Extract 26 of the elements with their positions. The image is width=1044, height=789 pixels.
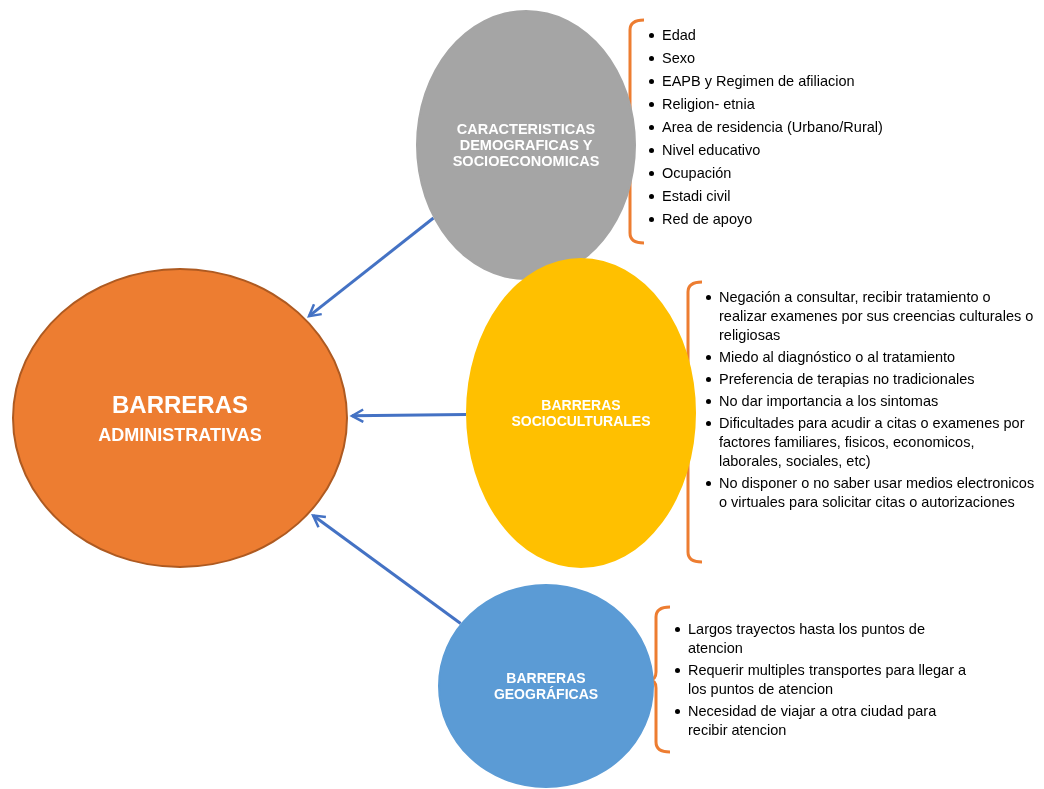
node-label: ADMINISTRATIVAS [98, 424, 262, 446]
node-label: BARRERAS GEOGRÁFICAS [492, 670, 600, 702]
node-label: BARRERAS [112, 390, 248, 419]
bullet-item: Preferencia de terapias no tradicionales [719, 371, 975, 387]
arrow [307, 216, 435, 318]
bullet-item: Estadi civil [662, 188, 731, 204]
node-label: CARACTERISTICAS DEMOGRAFICAS Y SOCIOECONOMICAS [451, 121, 601, 169]
bullet-item: Religion- etnia [662, 96, 755, 112]
bullet-item: Nivel educativo [662, 142, 761, 158]
arrow [311, 514, 462, 625]
node-label: BARRERAS SOCIOCULTURALES [510, 397, 652, 429]
bullet-item: Negación a consultar, recibir tratamiento o realizar examenes por sus creencias culturales o religiosas [719, 289, 1034, 343]
bullet-item: Largos trayectos hasta los puntos de atencion [688, 621, 925, 656]
bullet-item: Requerir multiples transportes para llegar a los puntos de atencion [688, 662, 967, 697]
bullet-item: No disponer o no saber usar medios electronicos o virtuales para solicitar citas o autorizaciones [719, 475, 1035, 510]
bullet-item: Edad [662, 27, 696, 43]
bullet-item: Necesidad de viajar a otra ciudad para recibir atencion [688, 703, 937, 738]
bullet-item: Red de apoyo [662, 211, 753, 227]
bullet-item: Ocupación [662, 165, 732, 181]
arrow [350, 408, 467, 424]
bullet-item: Dificultades para acudir a citas o examenes por factores familiares, fisicos, economicos, laborales, sociales, etc) [719, 415, 1025, 469]
bullet-item: No dar importancia a los sintomas [719, 393, 939, 409]
bullet-item: Miedo al diagnóstico o al tratamiento [719, 349, 956, 365]
bullet-item: Area de residencia (Urbano/Rural) [662, 119, 883, 135]
bullet-item: Sexo [662, 50, 696, 66]
bullet-item: EAPB y Regimen de afiliacion [662, 73, 855, 89]
